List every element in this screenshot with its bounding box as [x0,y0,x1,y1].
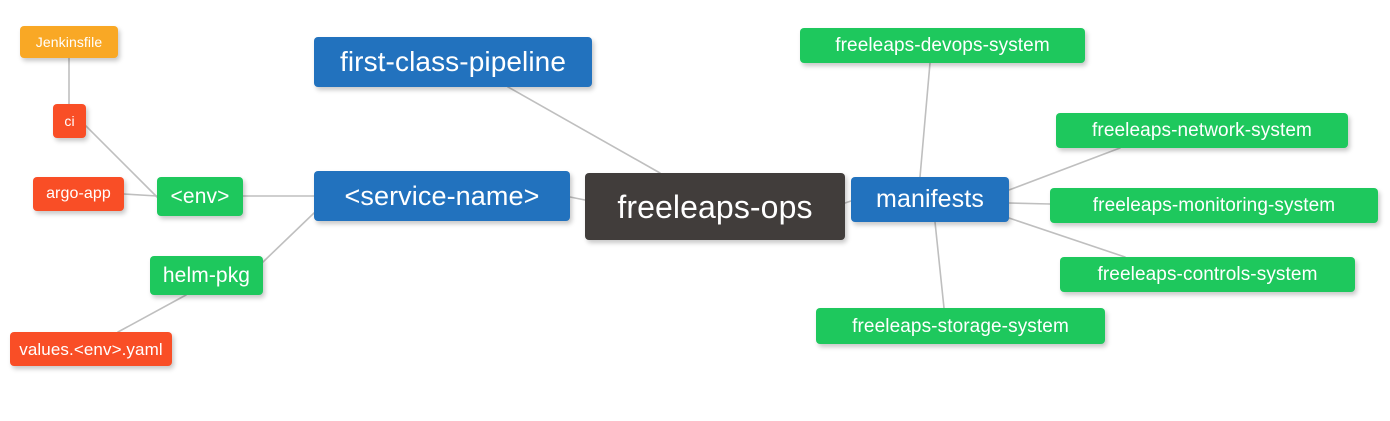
node-manifests[interactable]: manifests [851,177,1009,222]
node-label-values-env-yaml: values.<env>.yaml [19,339,163,359]
node-service-name[interactable]: <service-name> [314,171,570,221]
edge-service-name-to-helm-pkg [262,212,315,263]
node-label-jenkinsfile: Jenkinsfile [35,34,103,50]
node-label-freeleaps-devops-system: freeleaps-devops-system [835,35,1050,56]
node-label-freeleaps-storage-system: freeleaps-storage-system [852,315,1069,337]
node-label-ci: ci [64,113,75,129]
node-first-class-pipeline[interactable]: first-class-pipeline [314,37,592,87]
node-freeleaps-monitoring-system[interactable]: freeleaps-monitoring-system [1050,188,1378,223]
node-freeleaps-ops[interactable]: freeleaps-ops [585,173,845,240]
edge-manifests-to-freeleaps-storage-system [934,221,945,309]
node-label-env: <env> [170,185,230,208]
node-jenkinsfile[interactable]: Jenkinsfile [20,26,118,58]
node-label-manifests: manifests [876,185,984,213]
edge-manifests-to-freeleaps-controls-system [1008,217,1126,258]
node-label-freeleaps-monitoring-system: freeleaps-monitoring-system [1092,195,1336,216]
edge-manifests-to-freeleaps-monitoring-system [1008,202,1051,205]
edge-manifests-to-freeleaps-devops-system [919,62,931,178]
node-label-freeleaps-network-system: freeleaps-network-system [1092,120,1312,141]
node-values-env-yaml[interactable]: values.<env>.yaml [10,332,172,366]
node-helm-pkg[interactable]: helm-pkg [150,256,263,295]
node-freeleaps-storage-system[interactable]: freeleaps-storage-system [816,308,1105,344]
node-ci[interactable]: ci [53,104,86,138]
node-label-first-class-pipeline: first-class-pipeline [339,46,567,77]
node-env[interactable]: <env> [157,177,243,216]
node-freeleaps-network-system[interactable]: freeleaps-network-system [1056,113,1348,148]
node-label-argo-app: argo-app [46,185,111,202]
node-label-freeleaps-controls-system: freeleaps-controls-system [1097,264,1318,285]
node-argo-app[interactable]: argo-app [33,177,124,211]
edge-helm-pkg-to-values-env-yaml [117,294,187,333]
node-label-service-name: <service-name> [344,180,540,211]
node-label-freeleaps-ops: freeleaps-ops [617,188,813,225]
node-freeleaps-controls-system[interactable]: freeleaps-controls-system [1060,257,1355,292]
edge-service-name-to-freeleaps-ops [569,196,586,201]
node-label-helm-pkg: helm-pkg [162,264,251,287]
edge-argo-app-to-env [123,193,158,197]
node-freeleaps-devops-system[interactable]: freeleaps-devops-system [800,28,1085,63]
edge-manifests-to-freeleaps-network-system [1008,147,1121,191]
edge-first-class-pipeline-to-freeleaps-ops [507,86,661,174]
